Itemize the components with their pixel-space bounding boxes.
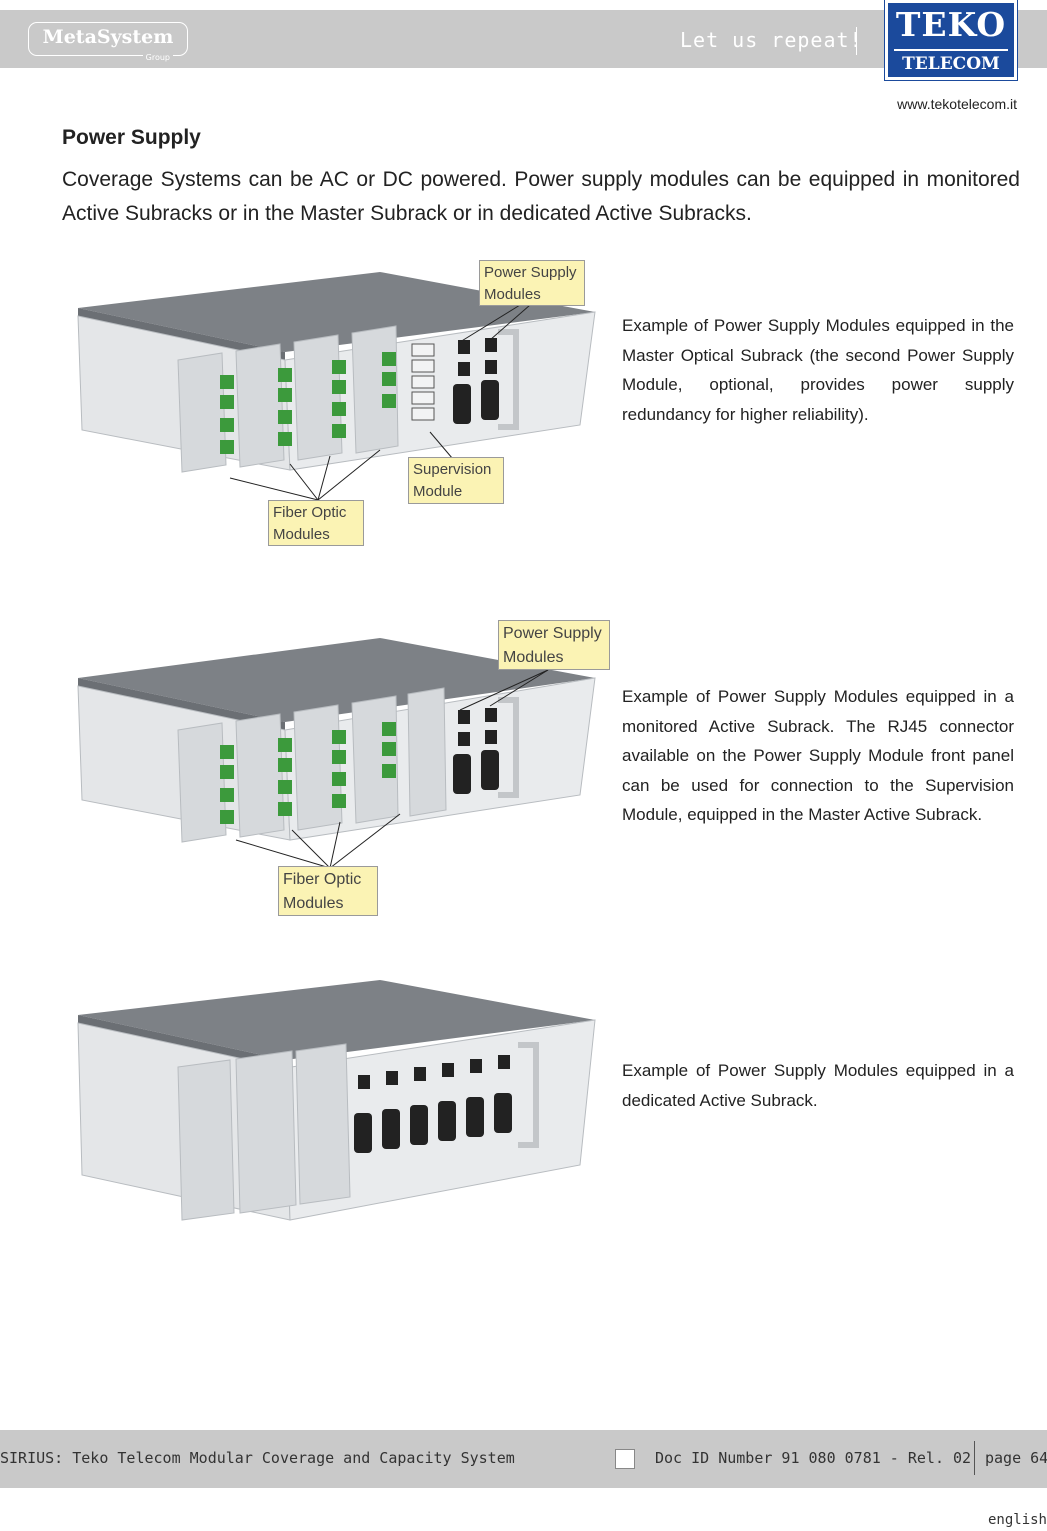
footer-box-icon [615,1449,635,1469]
callout-supervision-module: Supervision Module [408,457,504,504]
footer-doc-id: Doc ID Number 91 080 0781 - Rel. 02 [655,1449,972,1467]
website-url: www.tekotelecom.it [897,96,1017,112]
figure-2-description: Example of Power Supply Modules equipped… [622,687,1014,824]
section-title: Power Supply [62,126,201,149]
footer-doc-title: SIRIUS: Teko Telecom Modular Coverage an… [0,1449,515,1467]
teko-logo-line1: TEKO [895,5,1007,44]
tagline: Let us repeat! [680,28,863,52]
teko-logo-rule [894,49,1008,51]
callout-power-supply-modules: Power Supply Modules [479,260,585,306]
footer-divider [974,1441,975,1475]
figure-3-description: Example of Power Supply Modules equipped… [622,1061,1014,1110]
master-optical-subrack-image [77,272,596,500]
metasystem-logo-group: Group [142,53,173,62]
callout-fiber-optic-modules: Fiber Optic Modules [268,500,364,546]
metasystem-logo: MetaSystem Group [28,22,188,62]
header-divider [856,27,857,55]
section-intro: Coverage Systems can be AC or DC powered… [62,168,1020,225]
figure-1-description: Example of Power Supply Modules equipped… [622,316,1014,424]
monitored-active-subrack-image [77,638,596,869]
teko-logo-line2: TELECOM [902,54,1000,74]
header-bar [0,10,1047,68]
teko-telecom-logo: TEKO TELECOM [885,0,1017,80]
footer-bar [0,1430,1047,1488]
dedicated-active-subrack-image [77,980,596,1221]
callout-fiber-optic-modules-2: Fiber Optic Modules [278,866,378,916]
callout-power-supply-modules-2: Power Supply Modules [498,620,610,670]
footer-language: english [987,1512,1047,1528]
metasystem-logo-name: MetaSystem [42,26,174,48]
footer-page-number: page 64 [985,1449,1047,1467]
